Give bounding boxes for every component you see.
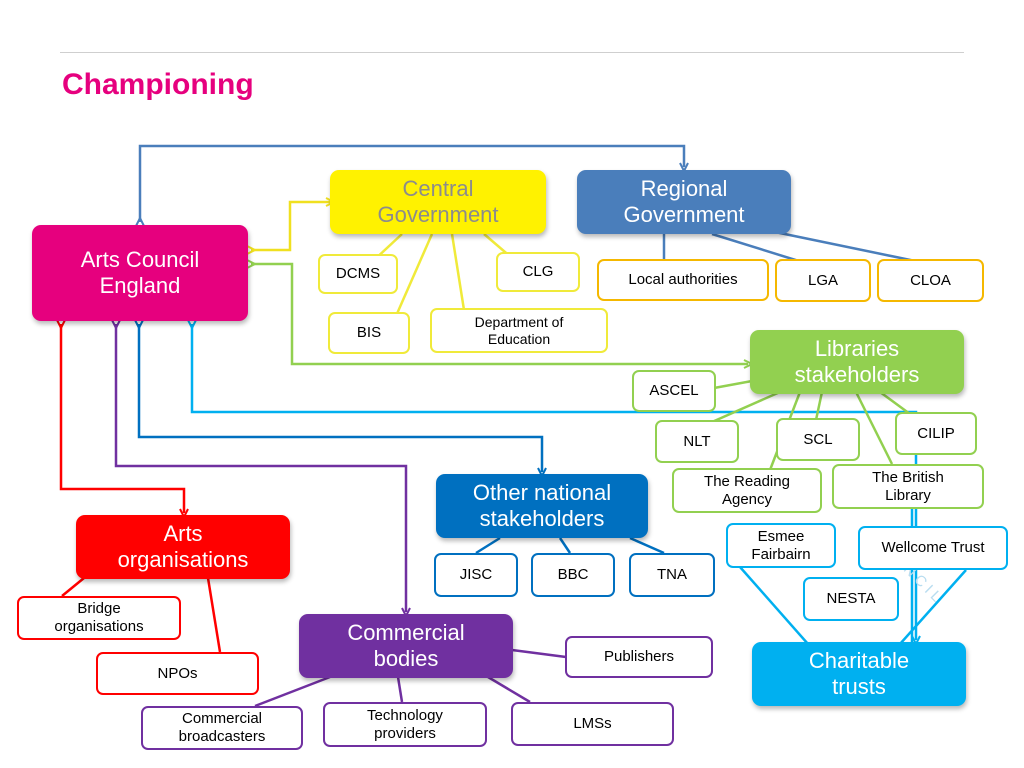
ace-central-link	[251, 202, 330, 250]
member-scl: SCL	[776, 418, 860, 461]
member-bis: BIS	[328, 312, 410, 354]
member-wellcome-trust: Wellcome Trust	[858, 526, 1008, 570]
libraries-spokes	[711, 379, 911, 471]
member-cilip: CILIP	[895, 412, 977, 455]
node-label: Arts organisations	[117, 521, 249, 572]
node-label: Libraries stakeholders	[794, 336, 920, 387]
node-label: Arts Council England	[80, 247, 200, 298]
member-lmss: LMSs	[511, 702, 674, 746]
node-charitable-trusts: Charitable trusts	[752, 642, 966, 706]
member-commercial-broadcasters: Commercial broadcasters	[141, 706, 303, 750]
node-commercial-bodies: Commercial bodies	[299, 614, 513, 678]
member-cloa: CLOA	[877, 259, 984, 302]
member-npos: NPOs	[96, 652, 259, 695]
node-arts-council-england: Arts Council England	[32, 225, 248, 321]
member-lga: LGA	[775, 259, 871, 302]
member-nesta: NESTA	[803, 577, 899, 621]
member-jisc: JISC	[434, 553, 518, 597]
member-technology-providers: Technology providers	[323, 702, 487, 747]
member-clg: CLG	[496, 252, 580, 292]
member-nlt: NLT	[655, 420, 739, 463]
member-the-reading-agency: The Reading Agency	[672, 468, 822, 513]
node-arts-organisations: Arts organisations	[76, 515, 290, 579]
arts-spokes	[61, 577, 222, 653]
ace-regional-link	[140, 144, 684, 222]
ace-arts-link	[61, 324, 184, 513]
member-local-authorities: Local authorities	[597, 259, 769, 301]
member-the-british-library: The British Library	[832, 464, 984, 509]
node-label: Commercial bodies	[347, 620, 465, 671]
node-central-government: Central Government	[330, 170, 546, 234]
member-tna: TNA	[629, 553, 715, 597]
member-bridge-organisations: Bridge organisations	[17, 596, 181, 640]
page-title: Championing	[62, 68, 254, 101]
member-esmee-fairbairn: Esmee Fairbairn	[726, 523, 836, 568]
other-national-spokes	[475, 536, 665, 555]
member-publishers: Publishers	[565, 636, 713, 678]
node-label: Charitable trusts	[808, 648, 910, 699]
node-other-national-stakeholders: Other national stakeholders	[436, 474, 648, 538]
node-label: Other national stakeholders	[472, 480, 612, 531]
member-bbc: BBC	[531, 553, 615, 597]
header-rule	[60, 52, 964, 53]
member-dcms: DCMS	[318, 254, 398, 294]
node-label: Regional Government	[623, 176, 745, 227]
node-label: Central Government	[377, 176, 499, 227]
commercial-spokes	[254, 648, 567, 708]
member-department-of-education: Department of Education	[430, 308, 608, 353]
node-libraries-stakeholders: Libraries stakeholders	[750, 330, 964, 394]
member-ascel: ASCEL	[632, 370, 716, 412]
node-regional-government: Regional Government	[577, 170, 791, 234]
